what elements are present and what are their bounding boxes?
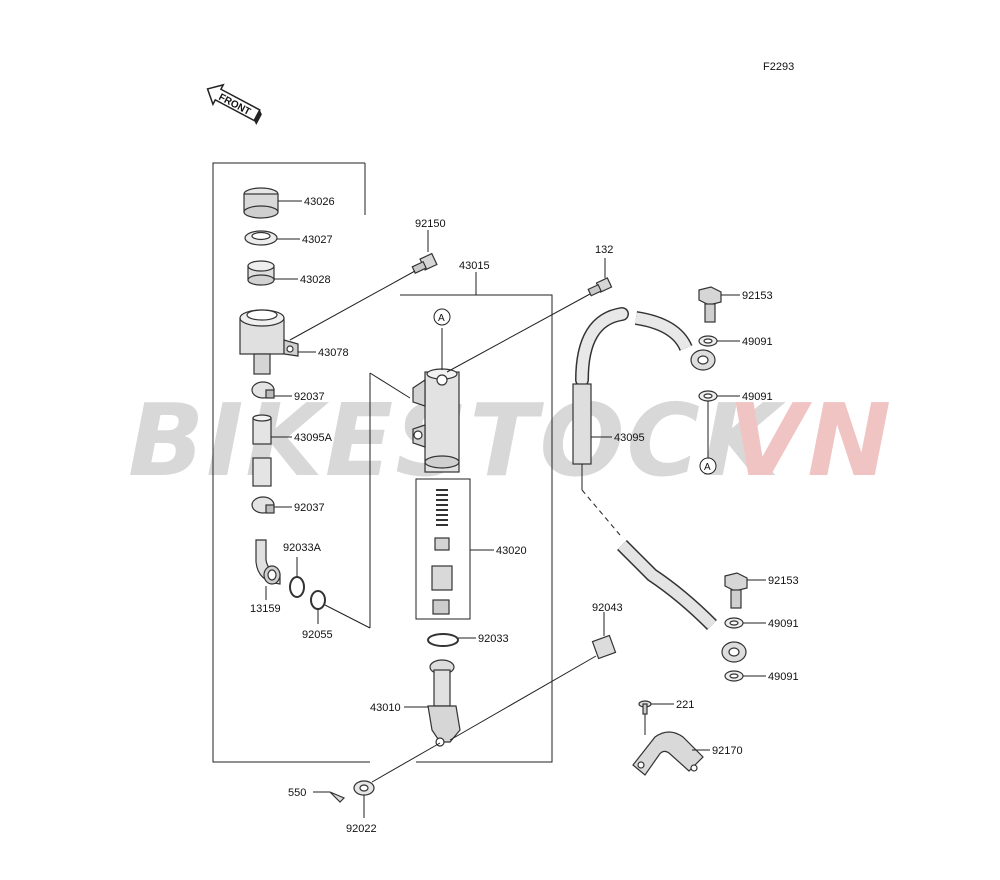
washer-92022 [353,742,441,818]
label-92055: 92055 [302,629,333,641]
hose-clamp-92037-bottom [251,496,292,514]
brake-hose-43095 [572,307,747,663]
label-43095: 43095 [614,432,645,444]
bolt-132 [446,258,613,373]
circlip-92033 [427,633,476,647]
label-43095A: 43095A [294,432,333,444]
figure-code: F2293 [763,61,794,73]
washer-49091-d [724,670,766,682]
assembly-frames [212,162,553,763]
ref-marker-a-right: A [699,457,717,475]
label-43020: 43020 [496,545,527,557]
ref-marker-a-top: A [433,308,451,326]
label-49091-c: 49091 [768,618,799,630]
hose-fitting-13159 [255,539,281,600]
label-132: 132 [595,244,613,256]
label-550: 550 [288,787,306,799]
label-92170: 92170 [712,745,743,757]
ref-marker-a-right-label: A [704,462,711,473]
watermark: BIKESTOCK VN [128,382,893,499]
label-43027: 43027 [302,234,333,246]
label-92150: 92150 [415,218,446,230]
screw-221 [638,700,674,715]
hose-guide-92170 [632,714,710,776]
part-labels: 43026 43027 43028 43078 92037 43095A 920… [250,196,799,835]
cotter-pin-550 [313,791,346,803]
hose-clamp-92037-top [251,381,292,399]
circlip-92033A [289,557,305,598]
front-arrow-icon: FRONT [206,83,262,126]
push-rod-43010 [404,659,461,747]
diaphragm-43028 [247,260,298,286]
washer-49091-c [724,617,766,629]
label-92033: 92033 [478,633,509,645]
bolt-92150 [289,230,438,341]
label-49091-b: 49091 [742,391,773,403]
banjo-bolt-92153-top [698,286,740,323]
label-43015: 43015 [459,260,490,272]
washer-49091-a [698,335,740,347]
label-92037-bottom: 92037 [294,502,325,514]
diaphragm-plate-43027 [244,230,300,246]
pin-92043 [449,612,617,741]
watermark-text-red: VN [728,382,893,499]
label-92037-top: 92037 [294,391,325,403]
label-43078: 43078 [318,347,349,359]
piston-kit-43020 [415,478,494,620]
reservoir-43078 [239,309,316,375]
reservoir-cap-43026 [243,187,302,219]
label-92022: 92022 [346,823,377,835]
label-43028: 43028 [300,274,331,286]
label-43026: 43026 [304,196,335,208]
banjo-bolt-92153-bottom [724,572,766,609]
label-49091-d: 49091 [768,671,799,683]
master-cylinder-body-43015 [412,328,460,473]
label-92153-bottom: 92153 [768,575,799,587]
label-13159: 13159 [250,603,281,615]
label-92043: 92043 [592,602,623,614]
label-49091-a: 49091 [742,336,773,348]
label-43010: 43010 [370,702,401,714]
label-92033A: 92033A [283,542,322,554]
washer-49091-b [698,390,740,458]
label-92153-top: 92153 [742,290,773,302]
o-ring-92055 [310,590,326,624]
label-221: 221 [676,699,694,711]
reservoir-hose-43095A [252,414,292,487]
ref-marker-a-top-label: A [438,313,445,324]
